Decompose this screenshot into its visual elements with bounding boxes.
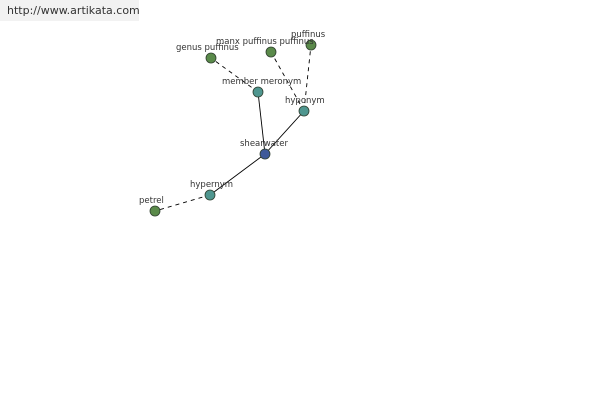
label-genus-puffinus: genus puffinus xyxy=(176,43,239,53)
label-shearwater: shearwater xyxy=(240,139,288,149)
node-petrel[interactable] xyxy=(149,205,161,217)
edge-member-meronym-to-genus-puffinus xyxy=(210,57,259,93)
node-member-meronym[interactable] xyxy=(252,86,264,98)
nodes-layer xyxy=(149,39,317,217)
edge-hyponym-to-manx-puffinus-puffinus xyxy=(270,51,305,112)
node-shearwater[interactable] xyxy=(259,148,271,160)
edge-hyponym-to-puffinus xyxy=(303,44,312,112)
label-hypernym: hypernym xyxy=(190,180,233,190)
label-petrel: petrel xyxy=(139,196,164,206)
node-genus-puffinus[interactable] xyxy=(205,52,217,64)
edge-hypernym-to-petrel xyxy=(154,194,211,212)
site-url-link[interactable]: http://www.artikata.com xyxy=(7,4,140,17)
label-hyponym: hyponym xyxy=(285,96,325,106)
edge-shearwater-to-hyponym xyxy=(264,110,305,155)
edge-shearwater-to-member-meronym xyxy=(257,91,266,155)
label-puffinus: puffinus xyxy=(291,30,326,40)
node-manx-puffinus-puffinus[interactable] xyxy=(265,46,277,58)
labels-layer: shearwater hypernym member meronym hyponym p… xyxy=(139,30,326,206)
node-puffinus[interactable] xyxy=(305,39,317,51)
label-member-meronym: member meronym xyxy=(222,77,301,87)
site-url-banner: http://www.artikata.com xyxy=(0,0,140,21)
edges-layer xyxy=(154,44,312,212)
label-manx-puffinus-puffinus: manx puffinus puffinus xyxy=(216,37,314,47)
node-hyponym[interactable] xyxy=(298,105,310,117)
node-hypernym[interactable] xyxy=(204,189,216,201)
edge-shearwater-to-hypernym xyxy=(209,153,266,196)
